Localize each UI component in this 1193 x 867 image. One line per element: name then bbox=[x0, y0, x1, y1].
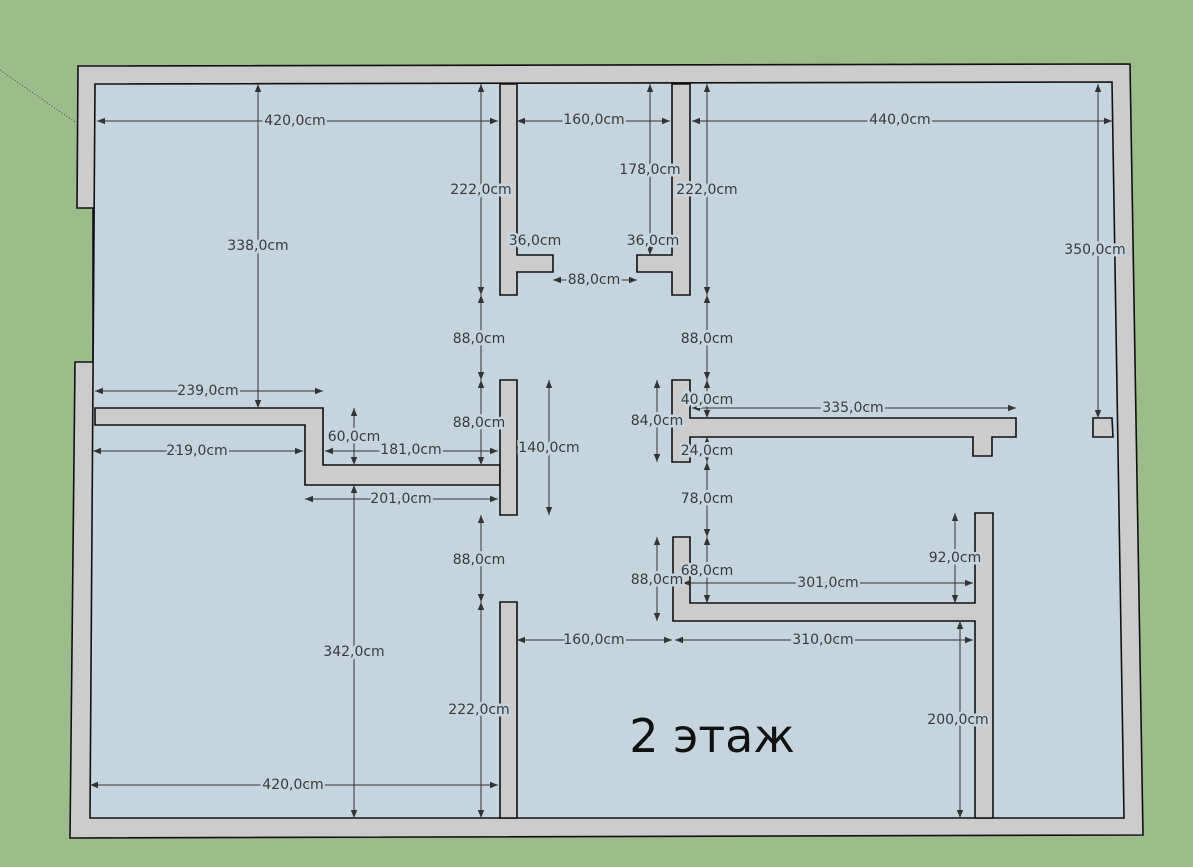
dimension-label: 160,0cm bbox=[563, 632, 624, 648]
dimension-label: 219,0cm bbox=[166, 443, 227, 459]
dimension-label: 88,0cm bbox=[453, 415, 506, 431]
dimension-label: 222,0cm bbox=[450, 182, 511, 198]
dimension-label: 420,0cm bbox=[262, 777, 323, 793]
wall-segment bbox=[1092, 417, 1114, 438]
dimension-label: 88,0cm bbox=[568, 272, 621, 288]
dimension-label: 178,0cm bbox=[619, 162, 680, 178]
dimension-label: 140,0cm bbox=[518, 440, 579, 456]
floor-title: 2 этаж bbox=[629, 709, 795, 763]
dimension-label: 24,0cm bbox=[681, 443, 734, 459]
dimension-label: 88,0cm bbox=[631, 572, 684, 588]
dimension-label: 310,0cm bbox=[792, 632, 853, 648]
dimension-label: 84,0cm bbox=[631, 413, 684, 429]
dimension-label: 36,0cm bbox=[509, 233, 562, 249]
dimension-label: 440,0cm bbox=[869, 112, 930, 128]
interior-walls bbox=[94, 83, 1114, 819]
dimension-label: 222,0cm bbox=[448, 702, 509, 718]
dimension-label: 420,0cm bbox=[264, 113, 325, 129]
dimension-label: 160,0cm bbox=[563, 112, 624, 128]
dimension-label: 78,0cm bbox=[681, 491, 734, 507]
wall-segment bbox=[636, 83, 691, 296]
dimension-label: 88,0cm bbox=[453, 552, 506, 568]
dimension-label: 88,0cm bbox=[681, 331, 734, 347]
dimension-label: 350,0cm bbox=[1064, 242, 1125, 258]
guide-line bbox=[0, 69, 76, 123]
dimension-label: 200,0cm bbox=[927, 712, 988, 728]
dimension-label: 239,0cm bbox=[177, 383, 238, 399]
dimension-label: 60,0cm bbox=[328, 429, 381, 445]
dimension-lines bbox=[90, 84, 1112, 818]
dimension-label: 88,0cm bbox=[453, 331, 506, 347]
wall-segment bbox=[499, 83, 554, 296]
dimension-label: 92,0cm bbox=[929, 550, 982, 566]
interior-floor bbox=[89, 81, 1125, 819]
wall-segment bbox=[499, 601, 518, 819]
dimension-label: 335,0cm bbox=[822, 400, 883, 416]
dimension-label: 338,0cm bbox=[227, 238, 288, 254]
wall-segment bbox=[499, 379, 518, 516]
dimension-label: 40,0cm bbox=[681, 392, 734, 408]
dimension-label: 342,0cm bbox=[323, 644, 384, 660]
dimension-label: 201,0cm bbox=[370, 491, 431, 507]
dimension-label: 301,0cm bbox=[797, 575, 858, 591]
dimension-labels: 420,0cm 160,0cm 440,0cm 178,0cm 222,0cm 222,0… bbox=[164, 110, 1128, 796]
dimension-label: 68,0cm bbox=[681, 563, 734, 579]
dimension-label: 222,0cm bbox=[676, 182, 737, 198]
dimension-label: 181,0cm bbox=[380, 442, 441, 458]
wall-segment bbox=[671, 379, 1017, 463]
dimension-label: 36,0cm bbox=[627, 233, 680, 249]
